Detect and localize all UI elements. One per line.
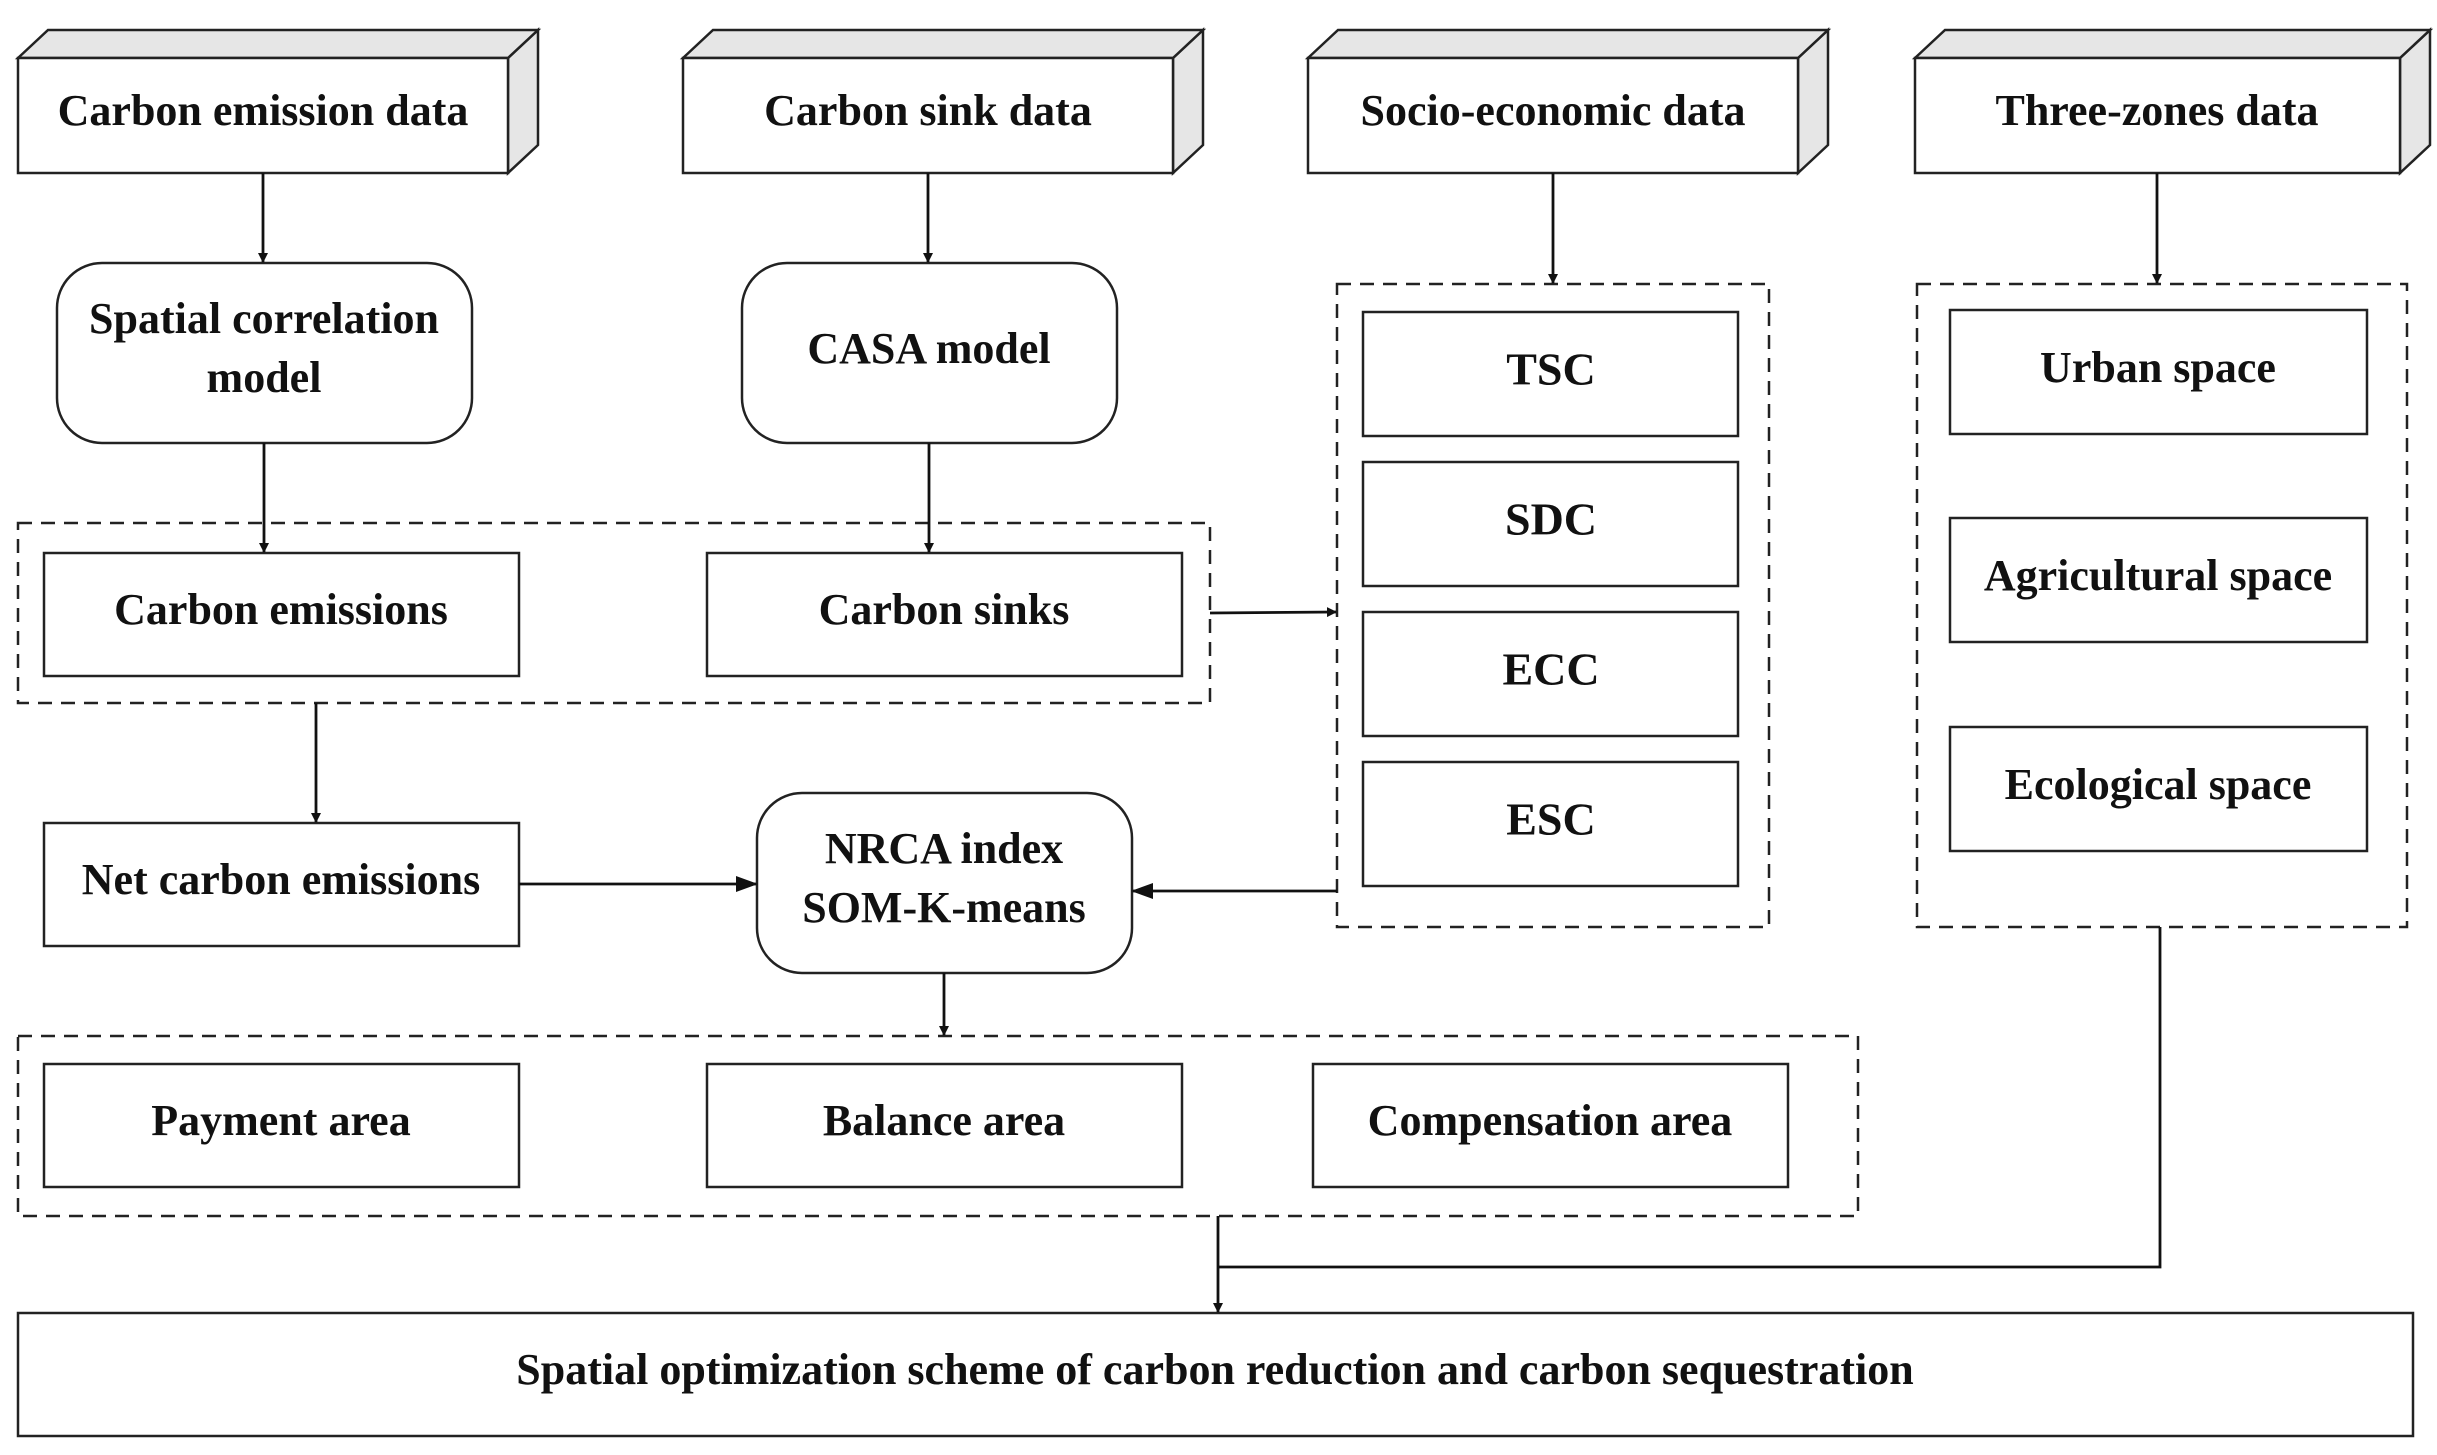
payment-area-label: Payment area — [151, 1096, 410, 1145]
net-carbon-emissions-box: Net carbon emissions — [42, 821, 521, 948]
urban-space-label: Urban space — [2040, 343, 2276, 392]
indicator-tsc-box: TSC — [1361, 310, 1740, 438]
indicator-sdc-box: SDC — [1361, 460, 1740, 588]
som-kmeans-label: SOM-K-means — [802, 883, 1086, 932]
areas-group — [16, 1034, 1860, 1218]
final-scheme-label: Spatial optimization scheme of carbon re… — [516, 1345, 1913, 1394]
carbon-emissions-box: Carbon emissions — [42, 551, 521, 678]
agricultural-space-box: Agricultural space — [1948, 516, 2369, 644]
spatial-correlation-label-line1: Spatial correlation — [89, 294, 439, 343]
final-scheme-box: Spatial optimization scheme of carbon re… — [16, 1311, 2415, 1438]
carbon-sink-data-label: Carbon sink data — [764, 86, 1092, 135]
ecological-space-box: Ecological space — [1948, 725, 2369, 853]
agricultural-space-label: Agricultural space — [1984, 551, 2332, 600]
payment-area-box: Payment area — [42, 1062, 521, 1189]
ecological-space-label: Ecological space — [2005, 760, 2312, 809]
indicator-esc-box: ESC — [1361, 760, 1740, 888]
indicator-tsc-label: TSC — [1506, 344, 1595, 395]
three-zones-data-box: Three-zones data — [1911, 27, 2434, 176]
indicator-esc-label: ESC — [1506, 794, 1595, 845]
casa-model-box: CASA model — [740, 261, 1119, 445]
indicator-ecc-label: ECC — [1502, 644, 1599, 695]
carbon-sink-data-box: Carbon sink data — [679, 27, 1207, 176]
urban-space-box: Urban space — [1948, 308, 2369, 436]
three-zones-data-label: Three-zones data — [1995, 86, 2318, 135]
spatial-correlation-label-line2: model — [207, 353, 322, 402]
carbon-emission-data-box: Carbon emission data — [14, 27, 542, 176]
socio-economic-data-box: Socio-economic data — [1304, 27, 1832, 176]
compensation-area-label: Compensation area — [1368, 1096, 1733, 1145]
spatial-correlation-model-box: Spatial correlation model — [55, 261, 474, 445]
socio-indicators-group — [1335, 282, 1771, 929]
carbon-sinks-label: Carbon sinks — [819, 585, 1070, 634]
carbon-emission-data-label: Carbon emission data — [58, 86, 469, 135]
carbon-outputs-group — [16, 521, 1212, 705]
connector-zones-to-final — [1218, 927, 2162, 1269]
indicator-ecc-box: ECC — [1361, 610, 1740, 738]
casa-model-label: CASA model — [807, 324, 1050, 373]
socio-economic-data-label: Socio-economic data — [1361, 86, 1746, 135]
nrca-som-kmeans-box: NRCA index SOM-K-means — [755, 791, 1134, 975]
compensation-area-box: Compensation area — [1311, 1062, 1790, 1189]
carbon-sinks-box: Carbon sinks — [705, 551, 1184, 678]
nrca-index-label: NRCA index — [825, 824, 1063, 873]
net-carbon-emissions-label: Net carbon emissions — [82, 855, 480, 904]
balance-area-label: Balance area — [823, 1096, 1065, 1145]
indicator-sdc-label: SDC — [1505, 494, 1597, 545]
balance-area-box: Balance area — [705, 1062, 1184, 1189]
three-zones-group — [1915, 282, 2409, 929]
carbon-emissions-label: Carbon emissions — [114, 585, 448, 634]
arrow-outputs-to-indicators — [1209, 607, 1337, 618]
